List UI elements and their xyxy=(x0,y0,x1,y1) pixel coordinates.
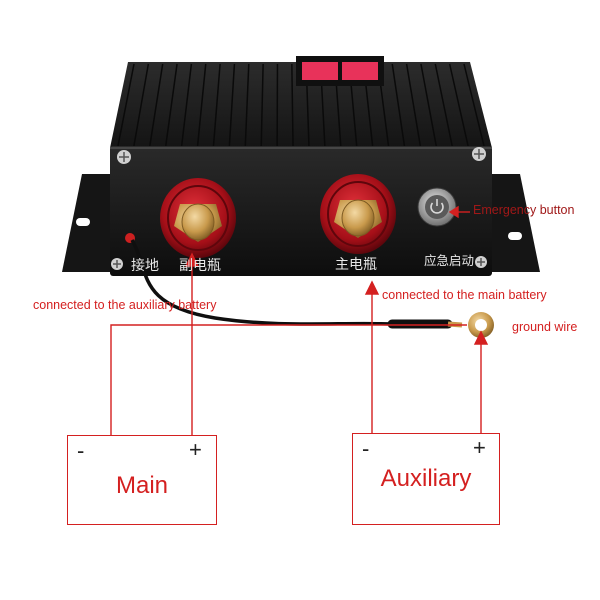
heatsink-fin xyxy=(291,63,294,147)
heatsink-fin xyxy=(117,63,135,147)
aux-battery-terminal xyxy=(160,178,236,258)
heatsink-fin xyxy=(180,63,193,147)
heatsink-fin xyxy=(228,63,236,147)
main-battery-box: - + Main xyxy=(67,435,217,525)
ground-wire-label: ground wire xyxy=(512,320,578,334)
auxiliary-negative-sign: - xyxy=(362,436,370,461)
mounting-flange-right xyxy=(488,174,540,272)
heatsink-fin xyxy=(164,63,178,147)
heatsink-fin xyxy=(133,63,150,147)
heatsink-fin xyxy=(391,63,406,147)
heatsink-fin xyxy=(149,63,164,147)
heatsink-fin xyxy=(196,63,207,147)
screw-bottom-right xyxy=(475,256,487,268)
heatsink-fin xyxy=(212,63,221,147)
emergency-button-label: Emergency button xyxy=(473,203,575,217)
mounting-flange-left xyxy=(62,174,112,272)
auxiliary-positive-sign: + xyxy=(473,435,486,460)
heatsink-fin xyxy=(260,63,264,147)
main-battery-terminal xyxy=(320,174,396,254)
power-icon xyxy=(430,199,444,214)
emergency-start-button xyxy=(417,187,457,227)
auxiliary-battery-box: - + Auxiliary xyxy=(352,433,500,525)
ground-terminal-label: 接地 xyxy=(131,258,159,274)
main-battery-name: Main xyxy=(115,472,169,499)
heatsink-fin xyxy=(463,63,485,147)
heatsink-fin xyxy=(420,63,437,147)
main-positive-sign: + xyxy=(189,437,202,462)
auxiliary-battery-name: Auxiliary xyxy=(380,465,472,492)
aux-connection-label: connected to the auxiliary battery xyxy=(33,298,217,312)
connection-lines xyxy=(110,205,489,436)
led-display xyxy=(296,56,384,86)
heatsink-fin xyxy=(405,63,422,147)
screw-top-right xyxy=(472,147,486,161)
main-negative-sign: - xyxy=(77,438,85,463)
heatsink-fin xyxy=(244,63,250,147)
screw-bottom-left xyxy=(111,258,123,270)
heatsink-fin xyxy=(434,63,453,147)
ring-terminal xyxy=(468,312,494,338)
main-connection-label: connected to the main battery xyxy=(382,288,547,302)
emergency-terminal-label: 应急启动 xyxy=(424,253,475,268)
aux-terminal-label: 副电瓶 xyxy=(179,258,221,274)
main-terminal-label: 主电瓶 xyxy=(335,257,377,273)
heatsink-fin xyxy=(448,63,469,147)
screw-top-left xyxy=(117,150,131,164)
